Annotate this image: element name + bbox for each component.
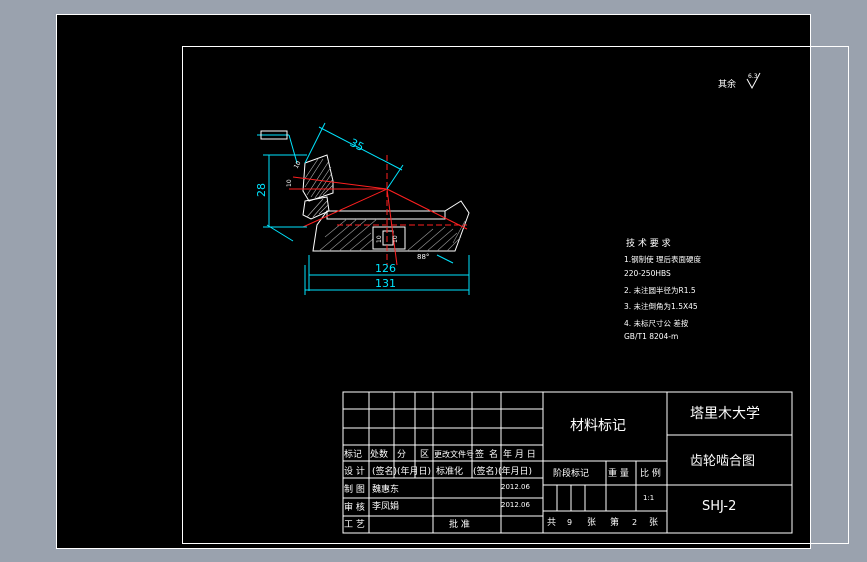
review-date: 2012.06 — [501, 501, 530, 509]
dim-small-d: 10 — [392, 235, 399, 243]
dim-small-c: 10 — [376, 235, 383, 243]
review-label: 审 核 — [344, 501, 365, 513]
tech-req-title: 技 术 要 求 — [626, 237, 671, 249]
weight-label: 重 量 — [608, 467, 629, 479]
design-sign: (签名)(年月日) — [372, 465, 431, 477]
scale-label: 比 例 — [640, 467, 661, 479]
drawn-name: 魏惠东 — [372, 483, 399, 495]
rev-col-doc: 更改文件号 — [434, 449, 474, 459]
drawn-date: 2012.06 — [501, 483, 530, 491]
approve-label: 批 准 — [449, 518, 470, 530]
rev-col-sign: 签 — [475, 448, 484, 460]
technical-requirements: 技 术 要 求 1.钢制使 理后表面硬度 220-250HBS 2. 未注圆半径… — [624, 237, 702, 341]
sheet-no: 2 — [632, 518, 637, 527]
gear-section — [312, 200, 470, 252]
process-label: 工 艺 — [344, 519, 365, 530]
dim-diameter-inner: 126 — [375, 262, 396, 275]
tech-req-line: 2. 未注圆半径为R1.5 — [624, 285, 696, 295]
rev-col-count: 处数 — [370, 448, 388, 460]
tech-req-line: GB/T1 8204-m — [624, 332, 678, 341]
scale-value: 1:1 — [643, 494, 654, 502]
title-block — [342, 391, 793, 534]
rev-col-zone: 区 — [420, 449, 429, 460]
cad-viewport[interactable]: 其余 6.3 — [56, 14, 849, 549]
tech-req-line: 220-250HBS — [624, 269, 671, 278]
sheet-no-label: 第 — [610, 516, 619, 528]
standardize-sign: (签名)(年月日) — [473, 465, 532, 477]
design-label: 设 计 — [344, 465, 365, 477]
tech-req-line: 3. 未注倒角为1.5X45 — [624, 301, 698, 311]
pinion-section — [302, 154, 334, 220]
tech-req-line: 1.钢制使 理后表面硬度 — [624, 254, 702, 264]
review-name: 李凤娟 — [372, 500, 399, 512]
dim-small-a: 10 — [286, 179, 293, 187]
stage-label: 阶段标记 — [553, 467, 589, 479]
sheet-total: 9 — [567, 518, 572, 527]
roughness-symbol-icon — [746, 72, 761, 90]
rev-col-mark: 标记 — [344, 448, 362, 460]
dim-height: 28 — [255, 183, 268, 197]
sheet-unit-2: 张 — [649, 517, 658, 528]
standardize-label: 标准化 — [436, 465, 463, 477]
drawing-name: 齿轮啮合图 — [690, 454, 755, 469]
surface-finish-note: 其余 — [718, 78, 736, 90]
tolerance-frame — [260, 130, 288, 140]
drawing-canvas: 其余 6.3 — [255, 72, 793, 534]
sheet-total-label: 共 — [547, 517, 556, 528]
roughness-value: 6.3 — [748, 73, 758, 80]
material-label: 材料标记 — [570, 418, 626, 434]
rev-col-date: 年 月 日 — [503, 448, 536, 460]
pitch-lines — [289, 155, 468, 266]
dimension-lines — [257, 122, 470, 295]
dim-angle: 88° — [417, 253, 429, 261]
drawing-number: SHJ-2 — [702, 499, 736, 514]
drawing-border — [182, 46, 849, 544]
rev-col-name: 名 — [489, 448, 498, 460]
rev-col-div: 分 — [397, 449, 406, 460]
dim-small-b: 10 — [293, 160, 303, 170]
dim-slant-length: 35 — [348, 136, 366, 154]
sheet-unit-1: 张 — [587, 517, 596, 528]
tech-req-line: 4. 未标尺寸公 差按 — [624, 318, 689, 328]
drawn-label: 制 图 — [344, 483, 365, 495]
dim-diameter-outer: 131 — [375, 277, 396, 290]
gear-section-view: 35 28 126 131 88° 10 10 10 10 — [255, 122, 470, 295]
university-name: 塔里木大学 — [690, 406, 760, 422]
